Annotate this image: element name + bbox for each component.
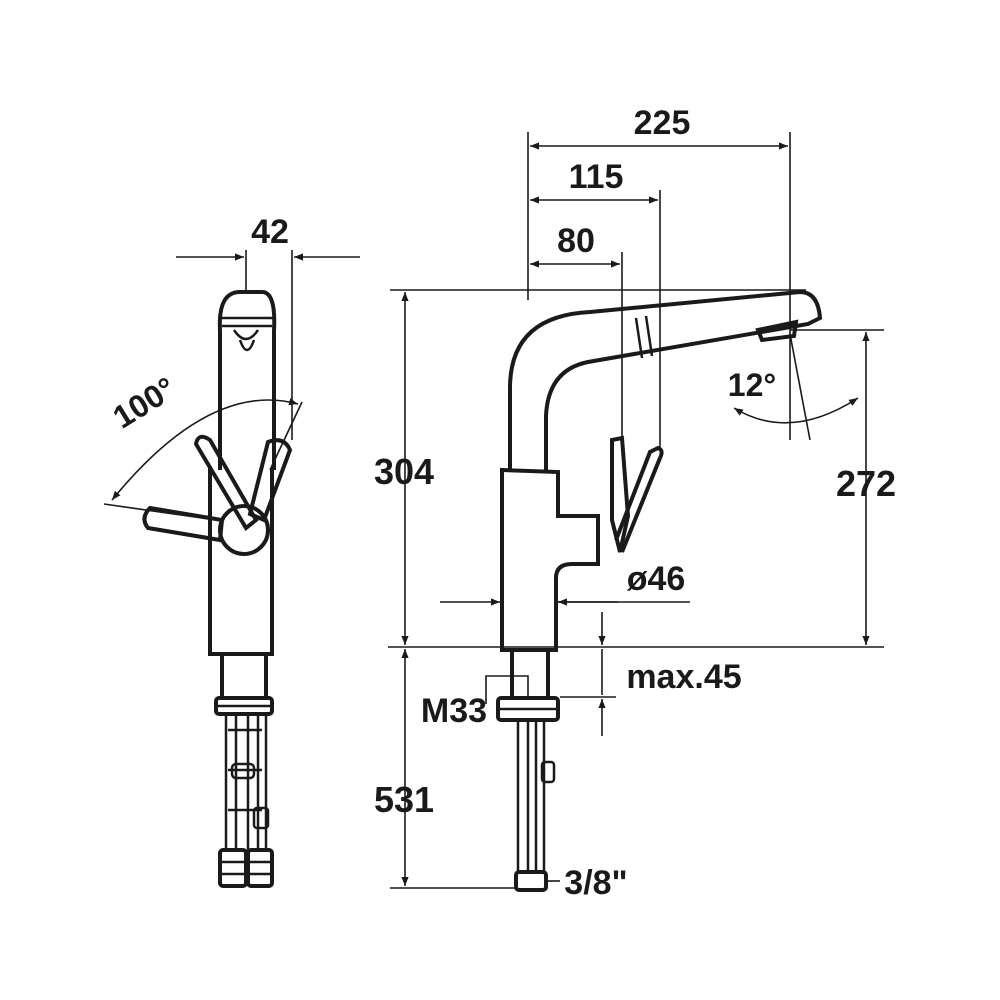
dim-thread: M33 bbox=[421, 675, 529, 730]
dim-height-272-label: 272 bbox=[836, 463, 896, 504]
dim-reach-225: 225 bbox=[527, 104, 791, 440]
side-lever-hub bbox=[218, 504, 270, 556]
dim-diameter: ø46 bbox=[440, 560, 690, 606]
dim-reach-80-label: 80 bbox=[557, 222, 595, 260]
front-faucet-body bbox=[500, 467, 600, 652]
dim-reach-115-label: 115 bbox=[569, 158, 624, 196]
dim-deck-thickness-label: max.45 bbox=[626, 658, 741, 696]
side-shank bbox=[220, 654, 268, 698]
dim-spout-angle: 12° bbox=[728, 333, 859, 441]
dim-height-304: 304 bbox=[374, 289, 806, 645]
front-hose-fitting bbox=[514, 870, 548, 892]
dim-side-width-label: 42 bbox=[251, 213, 289, 251]
front-view: 225 115 80 304 272 12° bbox=[374, 104, 896, 902]
dim-spout-angle-label: 12° bbox=[728, 367, 776, 403]
side-nut bbox=[214, 696, 274, 716]
front-lever bbox=[610, 435, 631, 553]
dim-hose-length: 531 bbox=[374, 649, 516, 889]
dim-reach-115: 115 bbox=[530, 158, 661, 450]
dim-height-272: 272 bbox=[790, 329, 896, 645]
dim-connection-label: 3/8" bbox=[564, 864, 627, 902]
dim-side-angle-label: 100° bbox=[107, 370, 182, 436]
dim-deck-thickness: max.45 bbox=[560, 612, 742, 736]
front-hoses bbox=[516, 720, 556, 872]
side-hose-fittings bbox=[218, 848, 274, 888]
dim-height-304-label: 304 bbox=[374, 451, 434, 492]
dim-reach-225-label: 225 bbox=[634, 104, 691, 142]
dim-hose-length-label: 531 bbox=[374, 779, 434, 820]
side-hoses bbox=[224, 714, 270, 850]
side-spout-cap bbox=[217, 290, 277, 331]
dim-reach-80: 80 bbox=[530, 222, 623, 440]
dim-connection: 3/8" bbox=[546, 864, 628, 902]
front-aerator bbox=[755, 319, 799, 343]
side-faucet-body bbox=[208, 468, 274, 656]
front-spout bbox=[508, 289, 823, 470]
dim-thread-label: M33 bbox=[421, 692, 487, 730]
side-view: 42 100° bbox=[103, 213, 360, 888]
front-shank bbox=[510, 650, 550, 700]
dim-diameter-label: ø46 bbox=[627, 560, 686, 598]
